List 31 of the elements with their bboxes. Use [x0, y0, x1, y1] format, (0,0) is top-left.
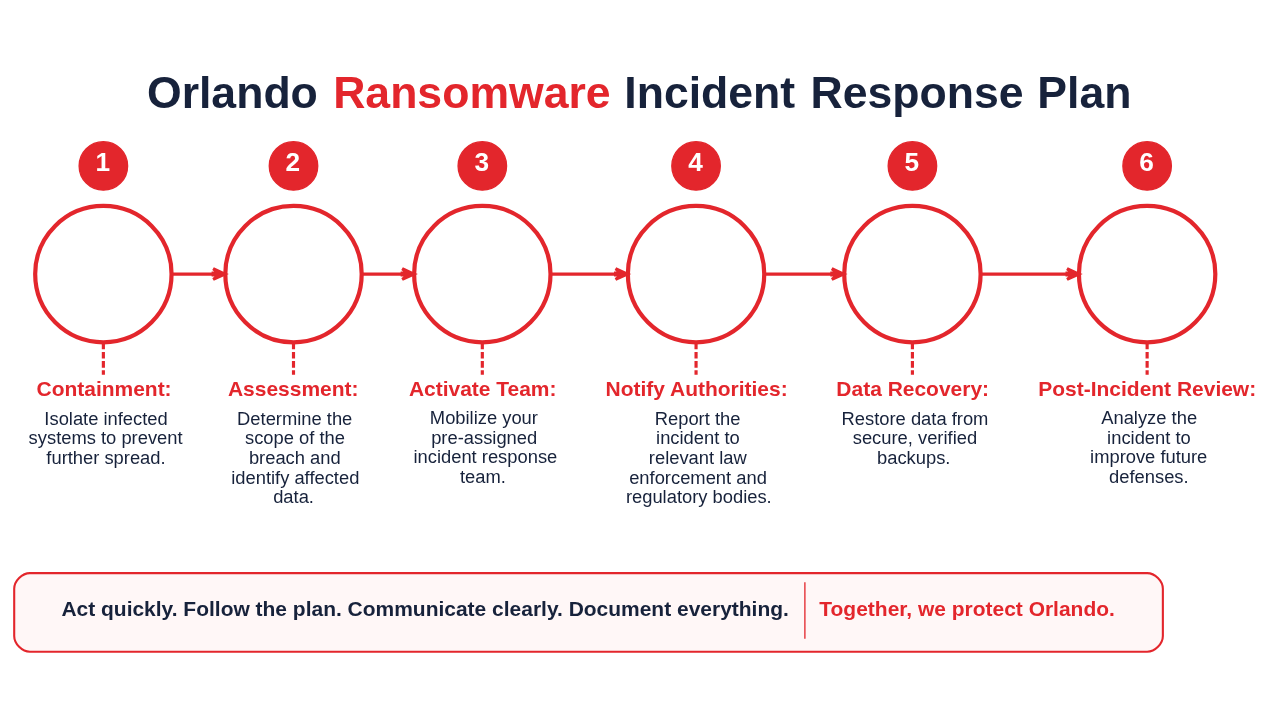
connector [1145, 342, 1149, 375]
arrow [550, 267, 629, 281]
connector [480, 342, 484, 375]
node-box: Act quickly. Follow the plan. Communicate clearly. Document everything. Together, we protect Orlando. [13, 572, 1164, 653]
connector [291, 342, 296, 375]
node-text: Data Recovery: Restore data from secure, verified backups. [836, 377, 990, 468]
node-text: Post-Incident Review: Analyze the incident to improve future defenses. [1038, 376, 1257, 487]
node-circle [1076, 203, 1218, 345]
node-text: Containment: Isolate infected systems to prevent further spread. [28, 377, 183, 468]
node-circle [842, 203, 983, 345]
node-circle: 2 [268, 141, 319, 191]
node-circle [33, 203, 174, 345]
node-circle [412, 203, 553, 345]
arrow [361, 267, 416, 281]
arrow [171, 267, 227, 281]
node-circle: 4 [671, 141, 721, 191]
node-circle: 6 [1122, 141, 1173, 191]
node-circle [223, 203, 364, 345]
diagram-title: Orlando Ransomware Incident Response Plan [146, 67, 1132, 117]
node-text: Activate Team: Mobilize your pre-assigned incident response team. [408, 376, 558, 487]
node-text: Assessment: Determine the scope of the breach and identify affected data. [227, 377, 360, 508]
arrow [980, 267, 1081, 281]
node-circle: 1 [78, 141, 129, 191]
connector [694, 342, 698, 375]
node-text: Notify Authorities: Report the incident to relevant law enforcement and regulatory bodies. [605, 377, 788, 508]
node-circle: 5 [887, 141, 938, 191]
node-circle [625, 203, 767, 345]
connector [910, 342, 914, 375]
connector [101, 342, 105, 375]
arrow [764, 267, 846, 281]
node-circle: 3 [457, 141, 508, 191]
